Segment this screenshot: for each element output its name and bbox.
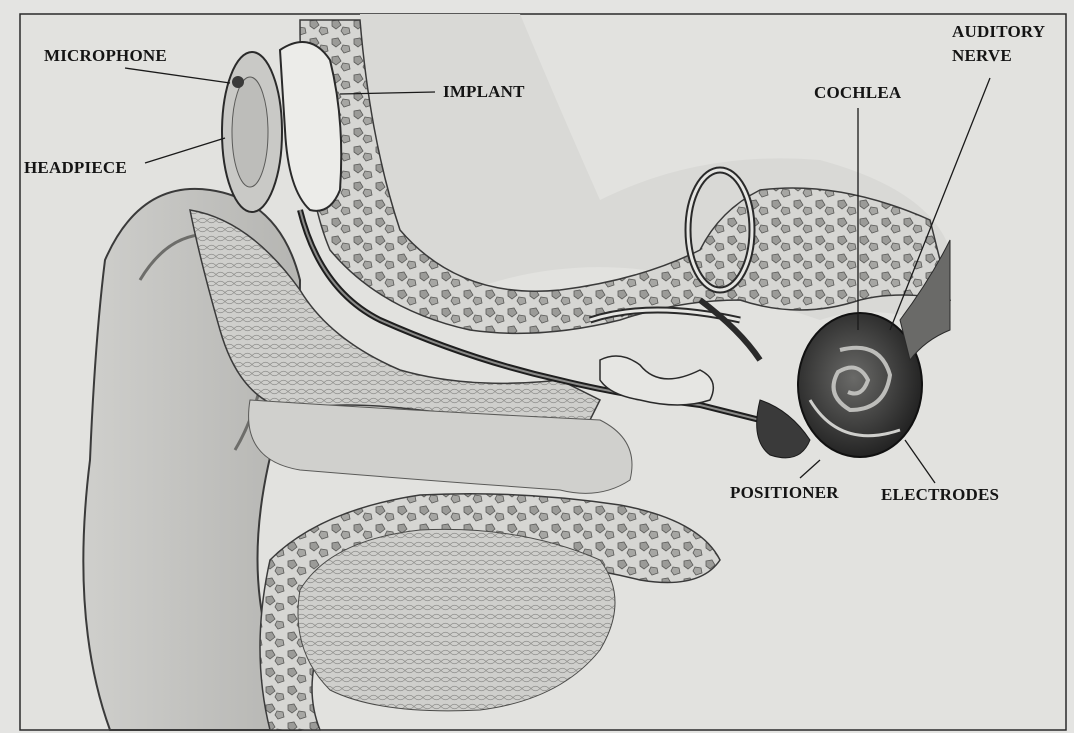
- label-positioner: POSITIONER: [730, 481, 839, 505]
- label-microphone: MICROPHONE: [44, 44, 167, 68]
- label-headpiece: HEADPIECE: [24, 156, 127, 180]
- label-implant: IMPLANT: [443, 80, 525, 104]
- label-cochlea: COCHLEA: [814, 81, 901, 105]
- microphone-shape: [232, 76, 244, 88]
- label-electrodes: ELECTRODES: [881, 483, 999, 507]
- label-auditory-nerve-line2: NERVE: [952, 44, 1012, 68]
- label-auditory-nerve-line1: AUDITORY: [952, 20, 1045, 44]
